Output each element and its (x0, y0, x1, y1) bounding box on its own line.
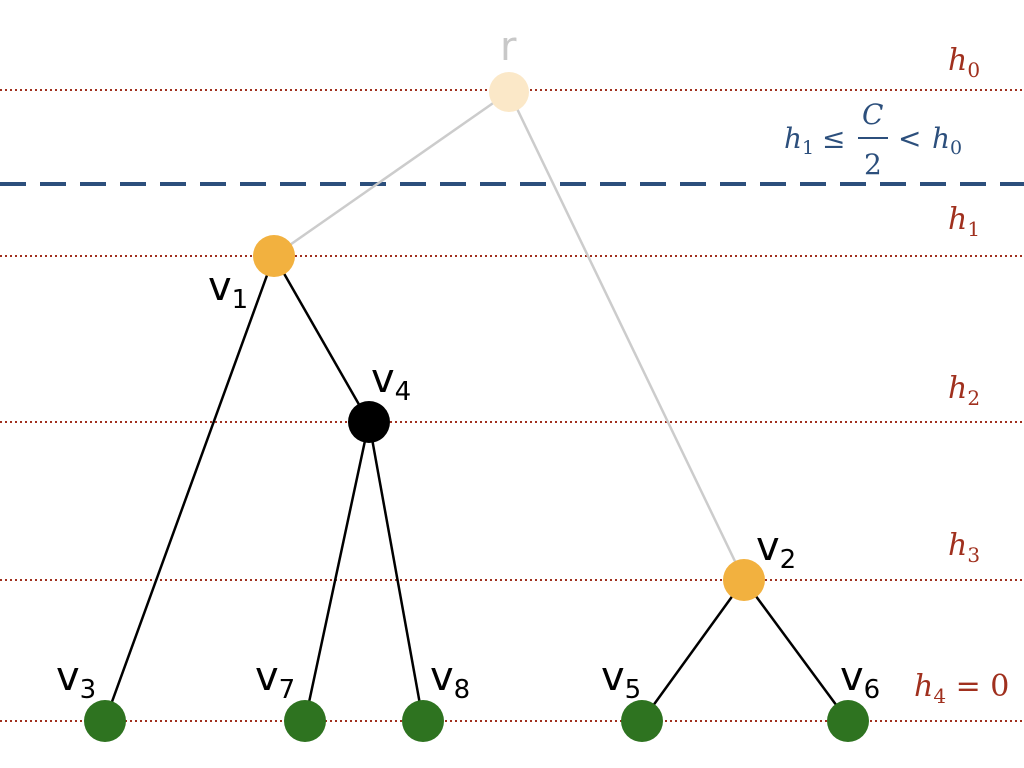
node-r (489, 72, 529, 112)
node-v1 (253, 235, 295, 277)
edge-v1-v4 (272, 255, 371, 423)
edge-r-v2 (507, 91, 746, 581)
node-v7 (284, 700, 326, 742)
level-label-h0: h0 (948, 43, 980, 82)
node-label-v4: v4 (371, 356, 411, 407)
edge-v4-v7 (303, 421, 371, 722)
edge-v1-v3 (103, 255, 276, 722)
node-label-v7: v7 (255, 654, 295, 705)
node-v2 (723, 559, 765, 601)
cond-le: ≤ (822, 122, 845, 155)
level-lines (0, 89, 1024, 722)
node-label-v6: v6 (840, 654, 880, 705)
threshold-condition: h1 ≤ C 2 < h0 (784, 98, 962, 181)
node-label-v8: v8 (430, 654, 470, 705)
edge-v4-v8 (367, 421, 425, 722)
cond-lt: < (898, 122, 921, 155)
edges (103, 90, 850, 722)
node-v3 (84, 700, 126, 742)
level-label-h3: h3 (948, 528, 980, 567)
level-label-h2: h2 (948, 371, 980, 410)
level-labels: h0 h1 h2 h3 h4 = 0 (914, 43, 1009, 708)
cond-rhs: h0 (932, 122, 962, 159)
level-label-h4: h4 = 0 (914, 669, 1009, 708)
cond-denominator: 2 (864, 148, 882, 181)
node-v4 (348, 401, 390, 443)
node-label-r: r (500, 24, 517, 70)
cond-lhs: h1 (784, 122, 814, 159)
node-label-v1: v1 (208, 264, 248, 315)
node-labels: r v1 v4 v2 v3 v7 v8 v5 v6 (56, 24, 880, 705)
node-v6 (827, 700, 869, 742)
level-label-h1: h1 (948, 202, 980, 241)
nodes (84, 72, 869, 742)
node-v8 (402, 700, 444, 742)
cond-numerator: C (862, 98, 883, 131)
node-label-v5: v5 (601, 654, 641, 705)
node-label-v2: v2 (756, 524, 796, 575)
node-v5 (621, 700, 663, 742)
node-label-v3: v3 (56, 654, 96, 705)
edge-v2-v5 (640, 579, 746, 722)
edge-r-v1 (273, 90, 510, 258)
edge-v2-v6 (742, 579, 850, 722)
